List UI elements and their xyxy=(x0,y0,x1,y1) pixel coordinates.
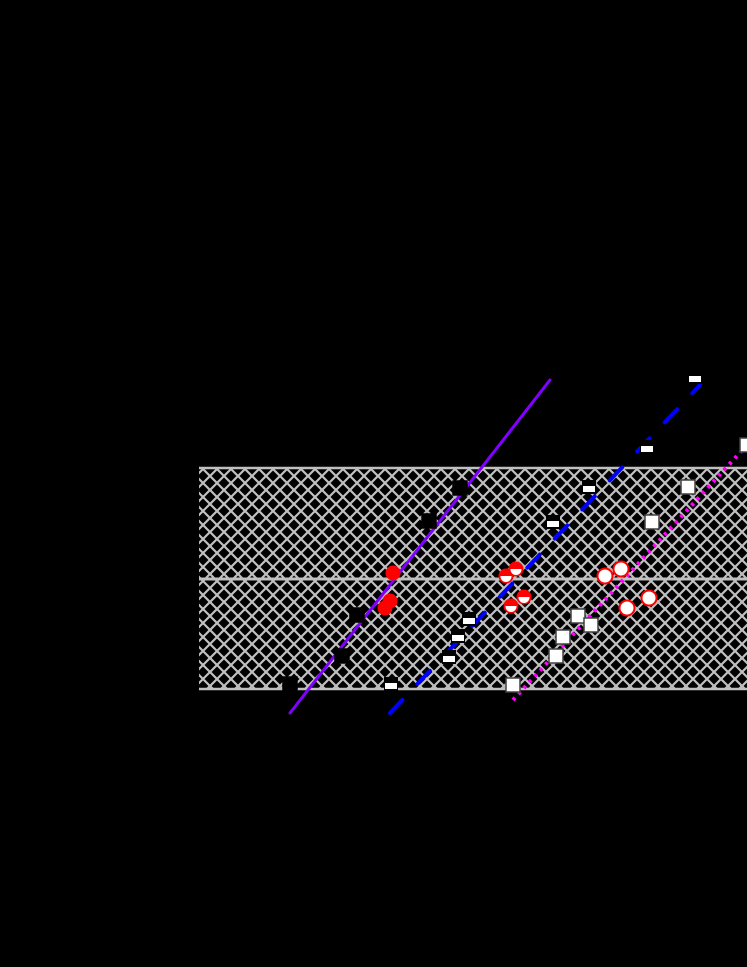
square-marker xyxy=(452,480,468,496)
square-marker xyxy=(680,479,696,495)
square-marker xyxy=(282,676,298,692)
data-markers xyxy=(282,370,747,693)
circle-marker xyxy=(596,567,614,585)
half-square-fill xyxy=(463,618,475,624)
circle-marker xyxy=(612,560,630,578)
red-filled-series xyxy=(377,565,401,616)
half-square-fill xyxy=(689,376,701,382)
half-circle-fill xyxy=(510,569,522,575)
blue-dashed-line xyxy=(388,383,702,715)
half-square-fill xyxy=(452,635,464,641)
circle-marker xyxy=(377,600,393,616)
half-circle-fill xyxy=(505,606,517,612)
half-circle-fill xyxy=(518,597,530,603)
square-marker xyxy=(548,648,564,664)
half-square-fill xyxy=(583,486,595,492)
white-squares-series xyxy=(505,437,747,693)
black-squares-series xyxy=(282,480,468,692)
square-marker xyxy=(570,608,586,624)
circle-marker xyxy=(640,589,658,607)
purple-solid-line xyxy=(288,378,552,715)
half-white-squares-series xyxy=(384,370,702,691)
half-square-fill xyxy=(547,521,559,527)
square-marker xyxy=(555,629,571,645)
hatched-band xyxy=(199,466,747,691)
square-marker xyxy=(334,648,350,664)
square-marker xyxy=(505,677,521,693)
square-marker xyxy=(421,513,437,529)
half-square-fill xyxy=(385,683,397,689)
half-circle-fill xyxy=(500,576,512,582)
square-marker xyxy=(583,617,599,633)
circle-marker xyxy=(618,599,636,617)
circle-marker xyxy=(385,565,401,581)
square-marker xyxy=(644,514,660,530)
half-red-circles-series xyxy=(498,561,532,614)
square-marker xyxy=(739,437,747,453)
red-rim-circles-series xyxy=(596,560,658,617)
half-square-fill xyxy=(443,656,455,662)
square-marker xyxy=(349,607,365,623)
half-square-fill xyxy=(641,446,653,452)
